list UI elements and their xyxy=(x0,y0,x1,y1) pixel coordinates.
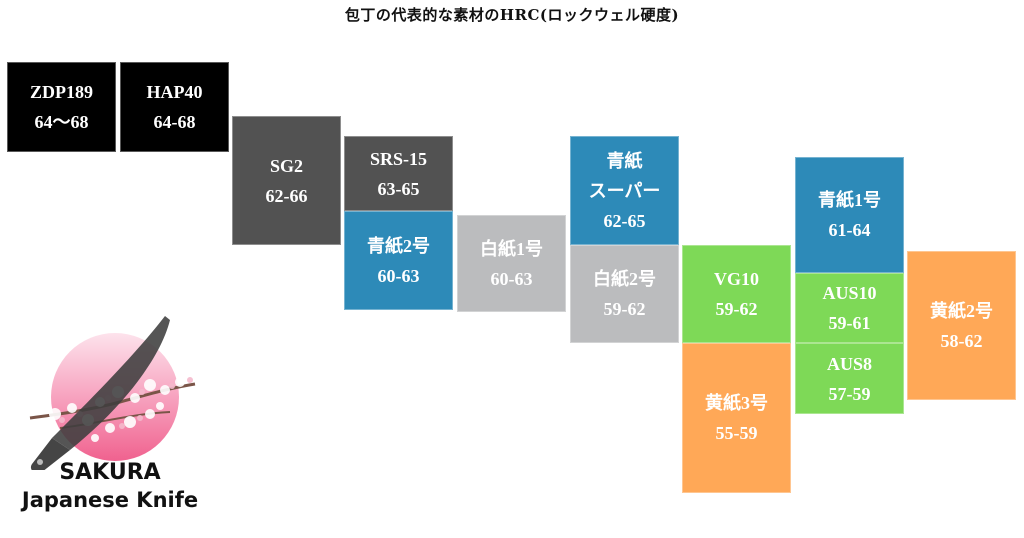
material-hrc: 55-59 xyxy=(715,423,758,443)
material-hrc: 59-62 xyxy=(603,299,646,319)
chart-title: 包丁の代表的な素材のHRC(ロックウェル硬度) xyxy=(344,6,680,24)
material-box-shirogami-2: 白紙2号 59-62 xyxy=(570,245,679,343)
material-box-sg2: SG2 62-66 xyxy=(232,116,341,245)
material-name: 白紙1号 xyxy=(480,238,543,259)
material-box-aogami-1: 青紙1号 61-64 xyxy=(795,157,904,273)
material-name: 黄紙3号 xyxy=(705,393,768,413)
material-box-kigami-2: 黄紙2号 58-62 xyxy=(907,251,1016,400)
material-box-zdp189: ZDP189 64〜68 xyxy=(7,62,116,152)
material-box-aus10: AUS10 59-61 xyxy=(795,273,904,343)
material-name: SRS-15 xyxy=(369,148,427,169)
material-box-vg10: VG10 59-62 xyxy=(682,245,791,343)
material-name: 青紙1号 xyxy=(818,190,881,210)
material-hrc: 63-65 xyxy=(377,178,420,199)
material-name: AUS10 xyxy=(822,283,877,303)
material-hrc: 64-68 xyxy=(153,112,196,132)
material-name: VG10 xyxy=(714,269,759,289)
material-box-hap40: HAP40 64-68 xyxy=(120,62,229,152)
material-box-aogami-2: 青紙2号 60-63 xyxy=(344,211,453,310)
logo-line2: Japanese Knife xyxy=(21,488,199,512)
material-box-kigami-3: 黄紙3号 55-59 xyxy=(682,343,791,493)
material-name: AUS8 xyxy=(826,353,872,374)
sakura-knife-logo-icon xyxy=(29,316,196,470)
material-name: ZDP189 xyxy=(30,82,93,102)
material-hrc: 62-66 xyxy=(265,185,308,206)
material-hrc: 61-64 xyxy=(828,220,871,240)
material-hrc: 57-59 xyxy=(828,383,871,404)
material-hrc: 59-62 xyxy=(715,299,758,319)
material-name: 白紙2号 xyxy=(593,269,656,289)
material-name: SG2 xyxy=(269,155,303,176)
material-name: 青紙2号 xyxy=(367,235,430,256)
material-hrc: 64〜68 xyxy=(34,112,89,132)
material-name: 黄紙2号 xyxy=(930,300,993,321)
material-box-srs15: SRS-15 63-65 xyxy=(344,136,453,211)
material-name: 青紙 xyxy=(606,150,643,171)
logo-line1: SAKURA xyxy=(59,460,161,485)
material-hrc: 62-65 xyxy=(603,210,646,231)
material-hrc: 58-62 xyxy=(940,330,983,351)
material-box-aogami-super: 青紙 スーパー 62-65 xyxy=(570,136,679,245)
material-box-aus8: AUS8 57-59 xyxy=(795,343,904,414)
sakura-japanese-knife-logo: SAKURA Japanese Knife xyxy=(0,310,220,538)
material-hrc: 60-63 xyxy=(377,265,420,286)
material-hrc: 59-61 xyxy=(828,313,871,333)
material-name: HAP40 xyxy=(146,82,203,102)
material-hrc: 60-63 xyxy=(490,268,533,289)
material-name-line2: スーパー xyxy=(588,180,661,201)
material-box-shirogami-1: 白紙1号 60-63 xyxy=(457,215,566,312)
